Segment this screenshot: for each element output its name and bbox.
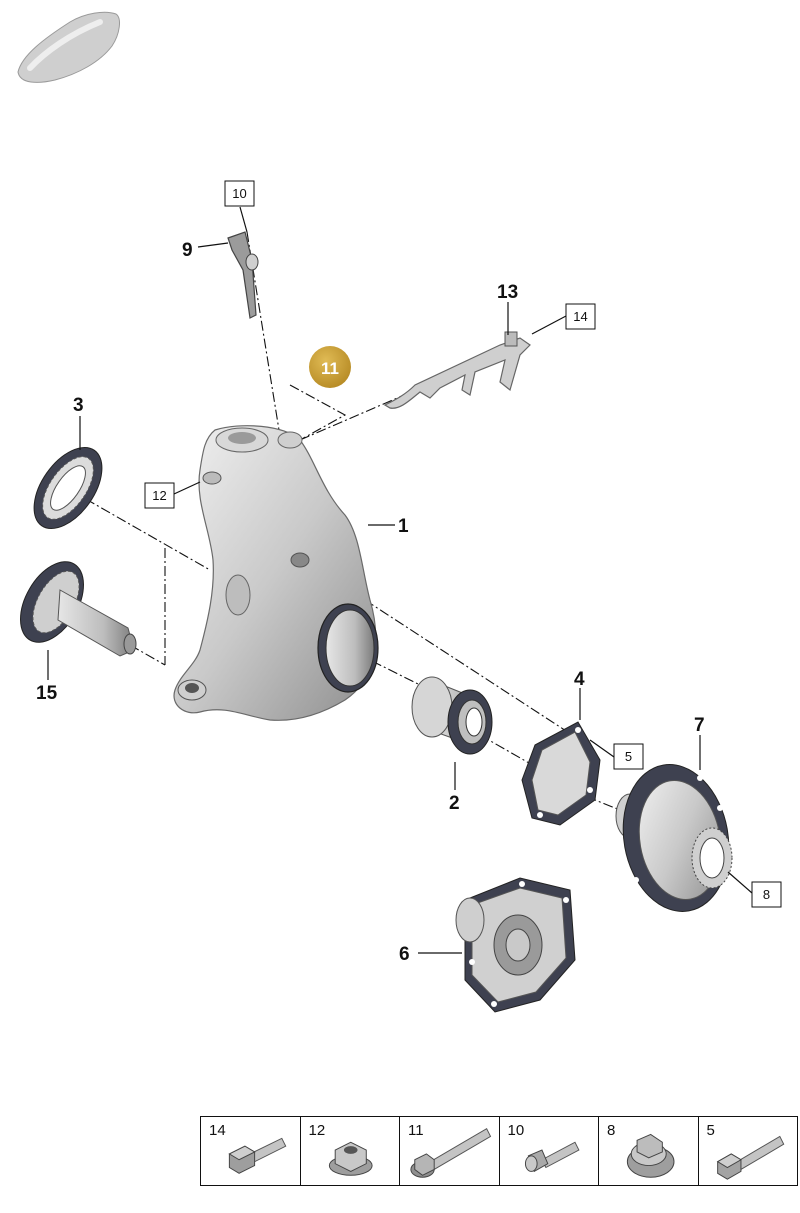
legend-cell-8[interactable]: 8 bbox=[599, 1117, 699, 1185]
drive-shaft-stub bbox=[20, 561, 137, 657]
legend-cell-5[interactable]: 5 bbox=[699, 1117, 798, 1185]
callout-9: 9 bbox=[182, 240, 193, 261]
legend-number: 11 bbox=[408, 1122, 424, 1139]
cover-plate bbox=[521, 721, 601, 826]
callout-13: 13 bbox=[497, 282, 518, 303]
callout-11: 11 bbox=[321, 359, 339, 378]
legend-cell-11[interactable]: 11 bbox=[400, 1117, 500, 1185]
legend-number: 8 bbox=[607, 1122, 616, 1139]
legend-cell-10[interactable]: 10 bbox=[500, 1117, 599, 1185]
legend-cell-14[interactable]: 14 bbox=[201, 1117, 301, 1185]
brake-line-bracket bbox=[383, 331, 531, 409]
callout-5: 5 bbox=[625, 749, 632, 764]
boxed-callouts: 10 14 12 5 8 bbox=[144, 180, 782, 908]
hex-bolt-icon bbox=[228, 1137, 287, 1174]
tone-ring bbox=[33, 446, 103, 530]
callout-1: 1 bbox=[398, 516, 409, 537]
fastener-legend: 14 12 11 10 8 bbox=[200, 1116, 798, 1186]
callout-10: 10 bbox=[232, 186, 246, 201]
long-flange-bolt-icon bbox=[410, 1127, 492, 1178]
flange-nut-icon bbox=[328, 1141, 373, 1176]
flange-bolt-icon bbox=[716, 1135, 784, 1180]
socket-screw-icon bbox=[524, 1141, 580, 1173]
wheel-carrier bbox=[173, 425, 379, 721]
callout-12: 12 bbox=[152, 488, 166, 503]
legend-number: 10 bbox=[507, 1122, 525, 1139]
callout-2: 2 bbox=[449, 793, 460, 814]
callout-6: 6 bbox=[399, 944, 410, 965]
legend-number: 5 bbox=[706, 1122, 715, 1139]
callout-8: 8 bbox=[763, 887, 770, 902]
callout-15: 15 bbox=[36, 683, 58, 704]
hub-flange bbox=[455, 877, 576, 1013]
wheel-bearing bbox=[411, 676, 493, 755]
callout-14: 14 bbox=[573, 309, 587, 324]
collar-nut-icon bbox=[626, 1133, 675, 1178]
legend-number: 12 bbox=[308, 1122, 326, 1139]
legend-cell-12[interactable]: 12 bbox=[301, 1117, 400, 1185]
part-11-badge[interactable]: 11 bbox=[309, 346, 351, 388]
wheel-hub bbox=[615, 764, 733, 912]
legend-number: 14 bbox=[209, 1122, 226, 1139]
callout-3: 3 bbox=[73, 395, 84, 416]
callout-numbers: 9 13 3 1 15 4 7 2 6 bbox=[36, 240, 705, 965]
wheel-speed-sensor bbox=[227, 231, 259, 319]
callout-7: 7 bbox=[694, 715, 705, 736]
leader-lines bbox=[47, 206, 753, 954]
callout-4: 4 bbox=[574, 669, 585, 690]
car-silhouette-icon bbox=[17, 11, 120, 83]
